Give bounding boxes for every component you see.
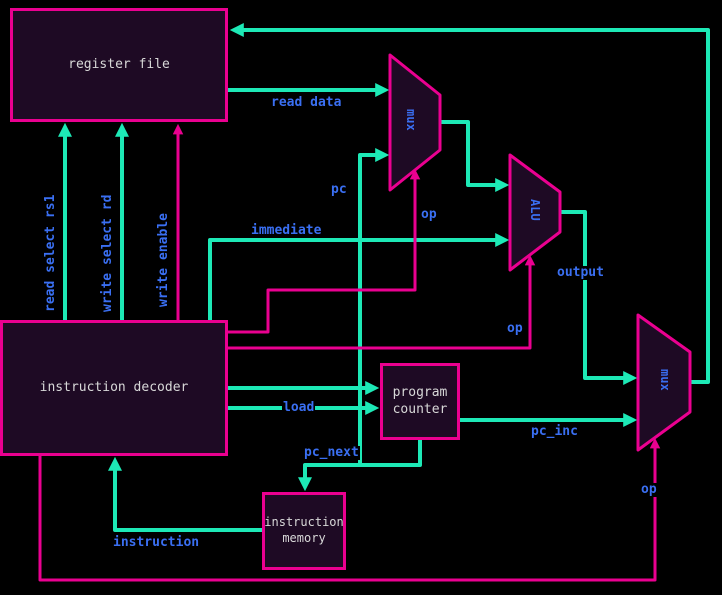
write-enable-label: write enable: [156, 213, 171, 307]
wire-op-to-mux1: [228, 168, 421, 334]
op-alu-label: op: [506, 321, 524, 336]
alu-shape: [508, 153, 562, 272]
mux1-label: mux: [404, 109, 418, 131]
op-mux1-label: op: [420, 207, 438, 222]
wire-op-to-alu: [228, 254, 536, 350]
pc-inc-label: pc_inc: [530, 424, 579, 439]
alu-label: ALU: [528, 199, 542, 221]
pc-next-label: pc_next: [303, 445, 360, 460]
read-data-label: read data: [270, 95, 343, 110]
wire-immediate: [208, 233, 510, 320]
load-label: load: [282, 400, 316, 415]
wire-instruction: [108, 456, 262, 532]
pc-label: pc: [330, 182, 348, 197]
register-file-block: register file: [10, 8, 228, 122]
mux1-shape: [388, 53, 442, 192]
wire-alu-output: [560, 210, 638, 385]
wire-writeback: [229, 23, 710, 384]
immediate-label: immediate: [250, 223, 323, 238]
mux2-shape: [636, 313, 692, 452]
instruction-decoder-block: instruction decoder: [0, 320, 228, 456]
op-mux2-label: op: [640, 482, 658, 497]
output-label: output: [556, 265, 605, 280]
wire-op-to-mux2: [38, 437, 661, 582]
write-select-rd-label: write select rd: [100, 194, 115, 312]
program-counter-label: program counter: [392, 384, 448, 417]
instruction-decoder-label: instruction decoder: [39, 379, 189, 395]
instruction-memory-label: instruction memory: [264, 515, 344, 545]
instruction-memory-block: instruction memory: [262, 492, 346, 570]
mux2-label: mux: [658, 369, 672, 391]
program-counter-block: program counter: [380, 363, 460, 440]
instruction-label: instruction: [112, 535, 201, 550]
wire-mux-to-alu: [440, 120, 510, 192]
wire-pc-to-mux: [358, 148, 390, 465]
read-select-rs1-label: read select rs1: [43, 194, 58, 312]
register-file-label: register file: [68, 56, 170, 72]
wire-pc-next: [298, 440, 422, 492]
